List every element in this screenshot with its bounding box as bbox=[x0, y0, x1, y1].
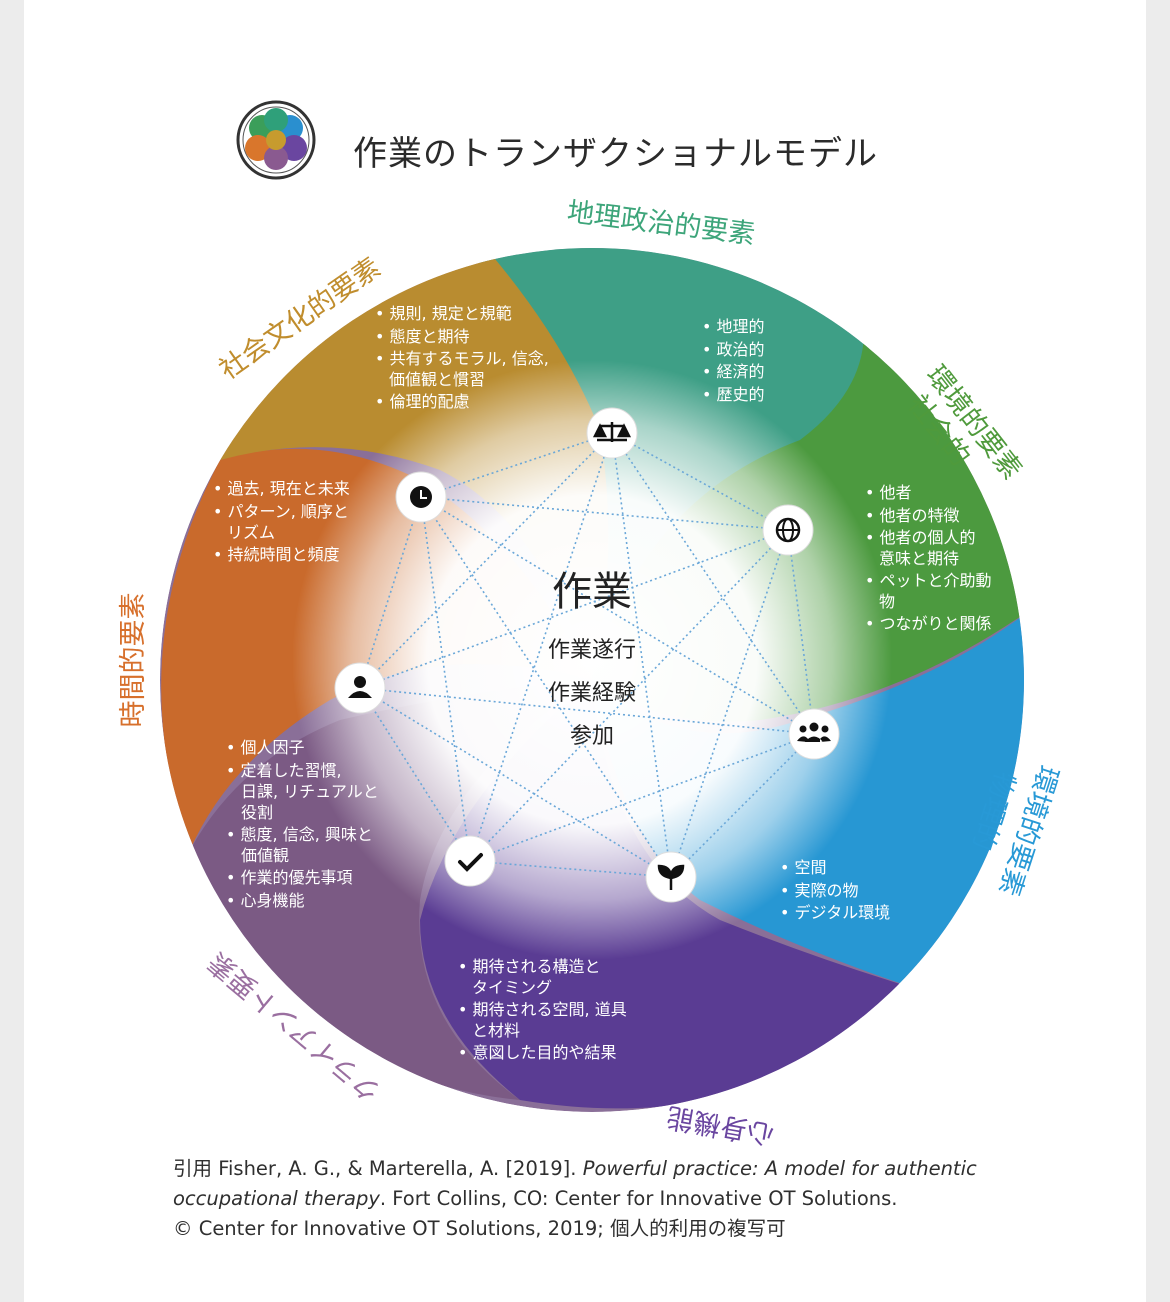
group-icon bbox=[788, 708, 840, 760]
list-item: • 作業的優先事項 bbox=[226, 868, 353, 887]
scale-icon bbox=[586, 407, 638, 459]
check-icon bbox=[444, 835, 496, 887]
list-item: 価値観 bbox=[241, 846, 289, 865]
label-temporal: 時間的要素 bbox=[118, 593, 149, 728]
sociocultural-list: • 規則, 規定と規範 • 態度と期待 • 共有するモラル, 信念, 価値観と慣… bbox=[375, 304, 549, 411]
list-item: • 過去, 現在と未来 bbox=[213, 479, 350, 498]
globe-icon bbox=[762, 504, 814, 556]
list-item: • 規則, 規定と規範 bbox=[375, 304, 512, 323]
citation-publisher: . Fort Collins, CO: Center for Innovativ… bbox=[379, 1187, 898, 1210]
connection-line bbox=[469, 432, 613, 862]
center-heading: 作業 bbox=[552, 569, 632, 615]
connection-line bbox=[359, 687, 672, 878]
list-item: • 態度, 信念, 興味と bbox=[226, 825, 373, 844]
geopolitical-list: • 地理的 • 政治的 • 経済的 • 歴史的 bbox=[702, 317, 765, 404]
list-item: • 実際の物 bbox=[780, 881, 859, 900]
list-item: • 地理的 bbox=[702, 317, 765, 336]
list-item: • 持続時間と頻度 bbox=[213, 545, 340, 564]
connection-line bbox=[469, 529, 789, 862]
list-item: 価値観と慣習 bbox=[389, 370, 485, 389]
social-env-list: • 他者 • 他者の特徴 • 他者の個人的 意味と期待 • ペットと介助動 物 … bbox=[865, 483, 992, 633]
citation: 引用 Fisher, A. G., & Marterella, A. [2019… bbox=[173, 1154, 1073, 1244]
connection-line bbox=[420, 496, 789, 531]
list-item: • 定着した習慣, bbox=[226, 761, 342, 780]
connection-lines bbox=[359, 432, 815, 878]
list-item: • つながりと関係 bbox=[865, 614, 992, 633]
list-item: • デジタル環境 bbox=[780, 903, 890, 922]
list-item: • パターン, 順序と bbox=[213, 502, 349, 521]
list-item: タイミング bbox=[472, 978, 552, 997]
list-item: 役割 bbox=[241, 803, 273, 822]
connection-line bbox=[359, 687, 815, 735]
list-item: • 期待される空間, 道具 bbox=[458, 1000, 627, 1019]
list-item: • 空間 bbox=[780, 858, 827, 877]
list-item: • 他者の特徴 bbox=[865, 506, 960, 525]
connection-line bbox=[670, 529, 789, 878]
sprout-icon bbox=[645, 851, 697, 903]
connection-line bbox=[469, 733, 815, 862]
connection-line bbox=[359, 496, 422, 689]
list-item: • 態度と期待 bbox=[375, 327, 470, 346]
center-line-performance: 作業遂行 bbox=[548, 638, 636, 663]
connection-line bbox=[787, 529, 815, 735]
list-item: • 他者 bbox=[865, 483, 912, 502]
list-item: • 倫理的配慮 bbox=[375, 392, 470, 411]
physical-env-list: • 空間 • 実際の物 • デジタル環境 bbox=[780, 858, 890, 922]
list-item: • 意図した目的や結果 bbox=[458, 1043, 617, 1062]
body-function-list: • 期待される構造と タイミング • 期待される空間, 道具 と材料 • 意図し… bbox=[458, 957, 627, 1062]
list-item: • 政治的 bbox=[702, 340, 765, 359]
list-item: 物 bbox=[879, 592, 895, 611]
connection-line bbox=[670, 733, 815, 878]
connection-line bbox=[469, 860, 672, 878]
connection-line bbox=[420, 496, 815, 735]
center-line-participation: 参加 bbox=[570, 724, 614, 749]
connection-line bbox=[359, 687, 471, 862]
list-item: • 経済的 bbox=[702, 362, 765, 381]
list-item: 意味と期待 bbox=[879, 549, 959, 568]
list-item: と材料 bbox=[472, 1021, 520, 1040]
label-geopolitical: 地理政治的要素 bbox=[565, 197, 756, 251]
list-item: • 個人因子 bbox=[226, 738, 305, 757]
citation-prefix: 引用 Fisher, A. G., & Marterella, A. [2019… bbox=[173, 1157, 583, 1180]
list-item: • 他者の個人的 bbox=[865, 528, 976, 547]
page-title: 作業のトランザクショナルモデル bbox=[353, 134, 878, 174]
label-body-function: 心身機能 bbox=[665, 1101, 777, 1150]
center-line-experience: 作業経験 bbox=[548, 681, 636, 706]
clock-icon bbox=[395, 471, 447, 523]
citation-copyright: © Center for Innovative OT Solutions, 20… bbox=[173, 1217, 786, 1240]
list-item: リズム bbox=[227, 523, 275, 542]
list-item: • 共有するモラル, 信念, bbox=[375, 349, 549, 368]
list-item: • 期待される構造と bbox=[458, 957, 601, 976]
connection-line bbox=[420, 432, 613, 498]
list-item: • 心身機能 bbox=[226, 891, 305, 910]
temporal-list: • 過去, 現在と未来 • パターン, 順序と リズム • 持続時間と頻度 bbox=[213, 479, 350, 564]
connection-line bbox=[359, 529, 789, 689]
connection-line bbox=[611, 432, 815, 735]
list-item: • ペットと介助動 bbox=[865, 571, 992, 590]
list-item: 日課, リチュアルと bbox=[241, 782, 379, 801]
connection-line bbox=[611, 432, 789, 531]
citation-book-title: Powerful practice: A model for authentic bbox=[582, 1157, 977, 1180]
list-item: • 歴史的 bbox=[702, 385, 765, 404]
person-icon bbox=[334, 662, 386, 714]
logo-icon bbox=[236, 100, 316, 180]
connection-line bbox=[420, 496, 672, 878]
client-list: • 個人因子 • 定着した習慣, 日課, リチュアルと 役割 • 態度, 信念,… bbox=[226, 738, 379, 910]
connection-line bbox=[420, 496, 471, 862]
citation-book-title-2: occupational therapy bbox=[173, 1187, 380, 1210]
